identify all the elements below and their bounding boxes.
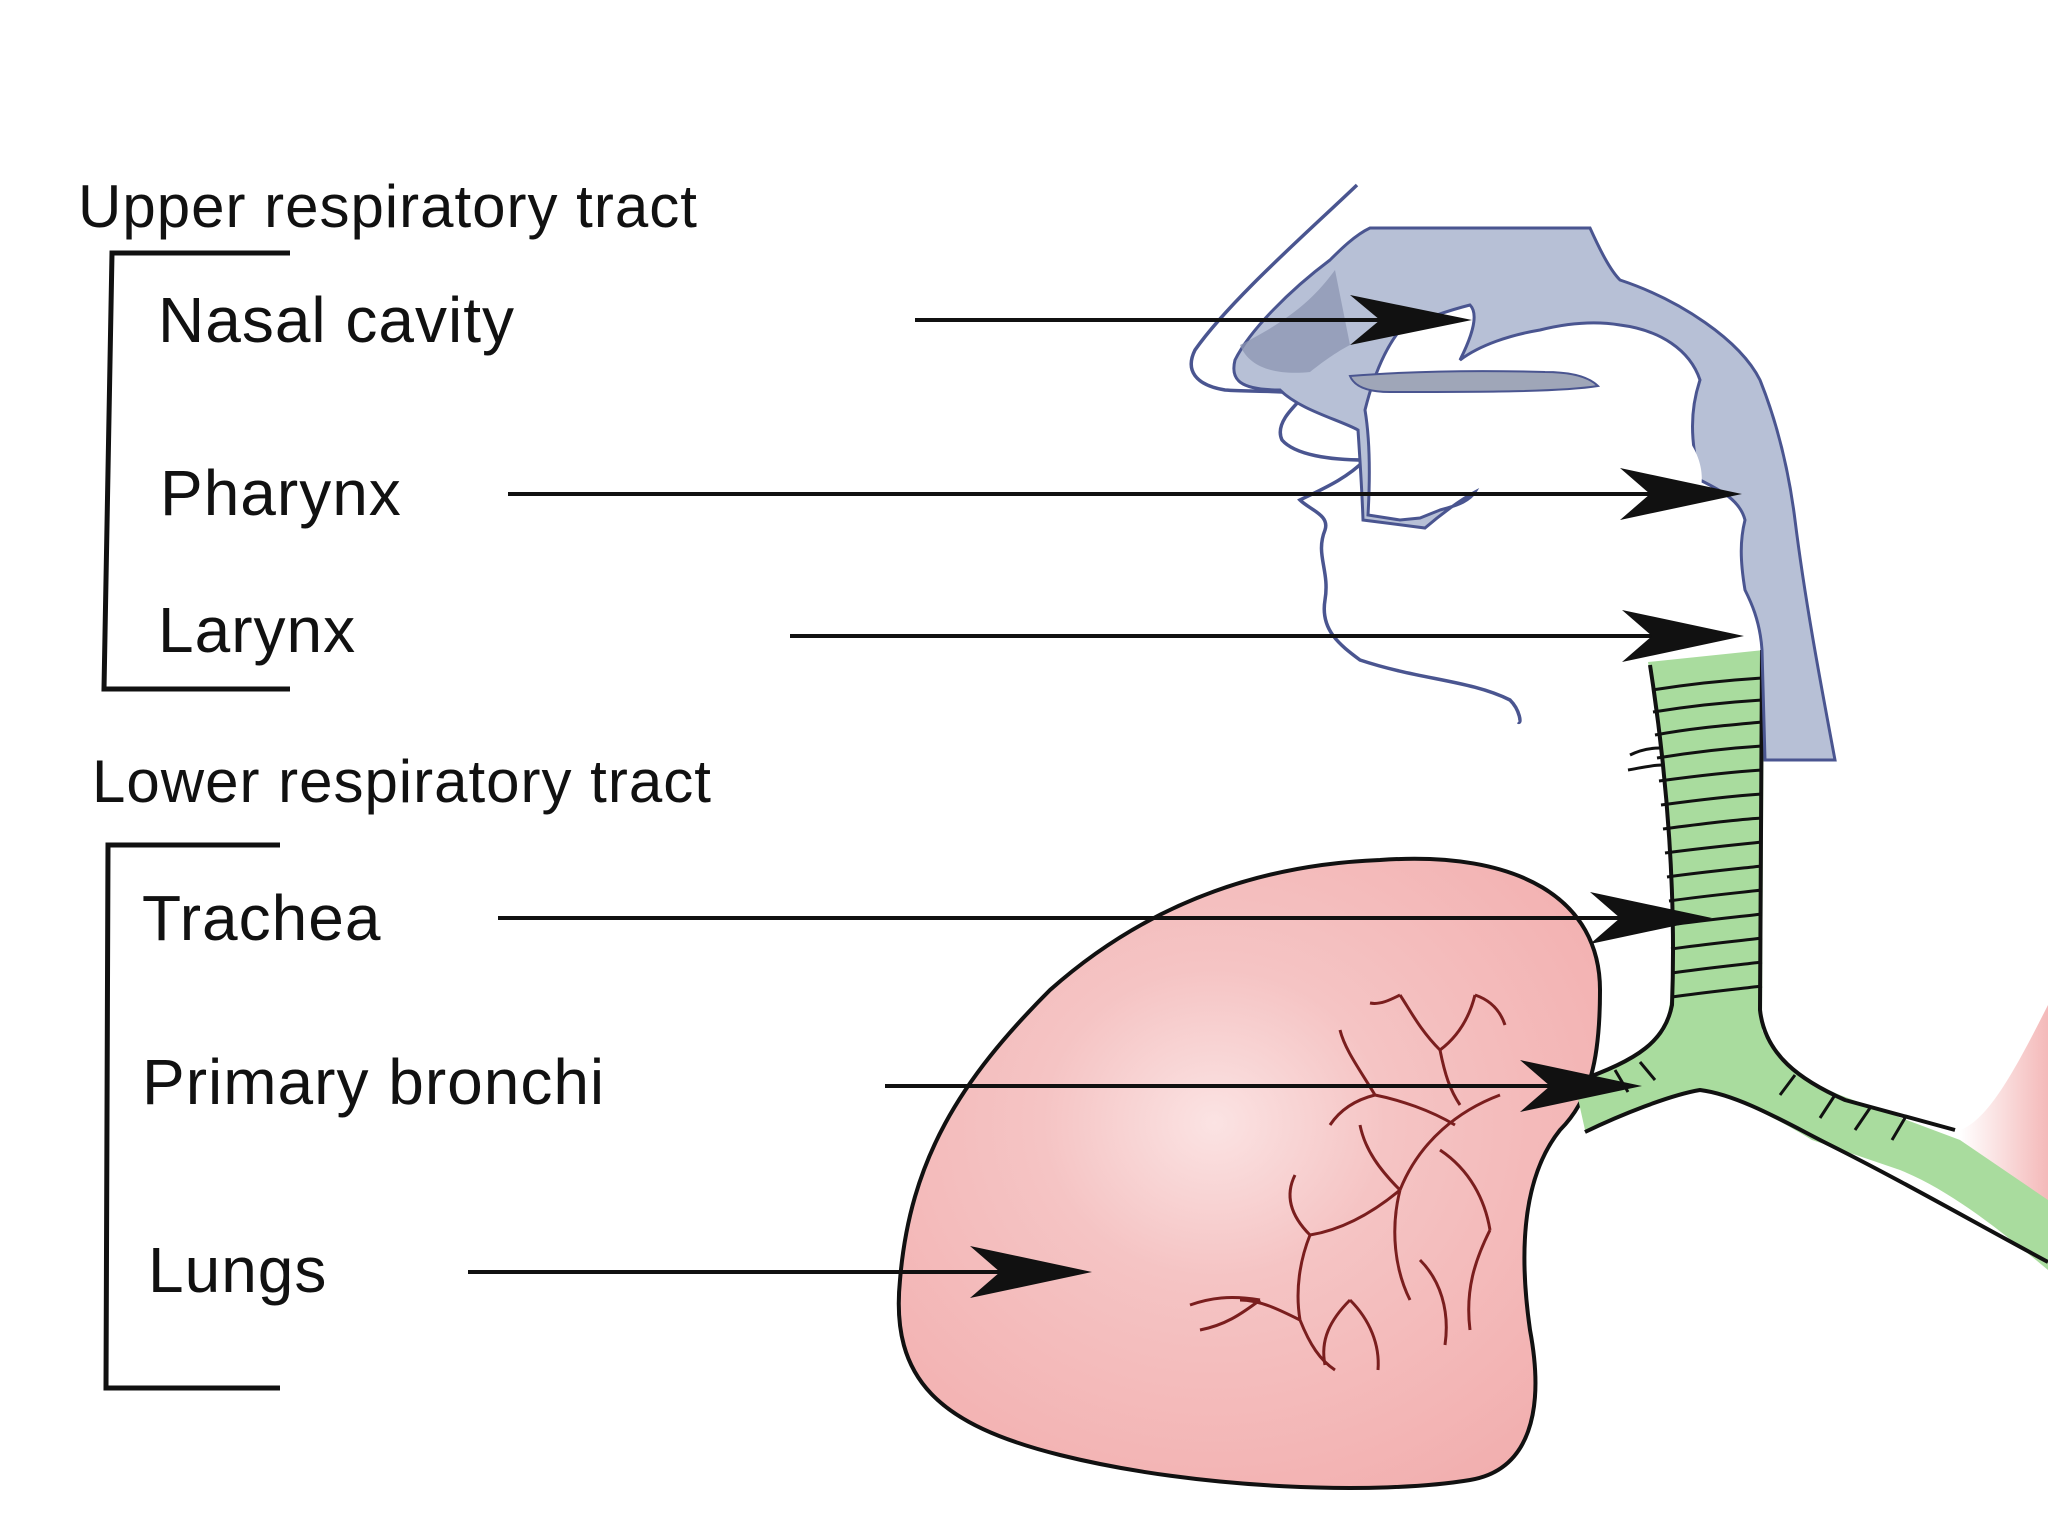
lungs-arrow (468, 1246, 1092, 1298)
pharynx-label: Pharynx (160, 457, 402, 529)
trachea-arrow (498, 892, 1712, 944)
trachea (1575, 650, 2048, 1270)
palate (1348, 370, 1601, 394)
face-profile (1189, 183, 1522, 725)
primary-bronchi-arrow (885, 1060, 1642, 1112)
nasal-cavity-label: Nasal cavity (158, 284, 515, 356)
trachea-outline-right (1757, 649, 1956, 1132)
bronchus-lower-outline (1584, 1087, 2048, 1264)
left-lung (896, 856, 1603, 1490)
lower-tract-bracket (103, 842, 280, 1391)
bronchioles (1189, 993, 1507, 1372)
upper-tract-bracket (101, 250, 290, 692)
primary-bronchi-label: Primary bronchi (142, 1046, 605, 1118)
upper-respiratory-tract (1232, 226, 1837, 762)
oral-cavity (1380, 395, 1702, 496)
larynx-label: Larynx (158, 594, 356, 666)
lungs-label: Lungs (148, 1234, 327, 1306)
trachea-outline-left (1574, 664, 1676, 1084)
larynx-arrow (790, 610, 1744, 662)
upper-tract-heading: Upper respiratory tract (78, 173, 698, 240)
nasal-cavity-arrow (915, 295, 1472, 345)
throat-gap (1672, 520, 1720, 648)
pharynx-arrow (508, 468, 1742, 520)
tracheal-rings (1613, 676, 1907, 1141)
trachea-label: Trachea (142, 882, 381, 954)
lower-tract-heading: Lower respiratory tract (92, 748, 712, 815)
